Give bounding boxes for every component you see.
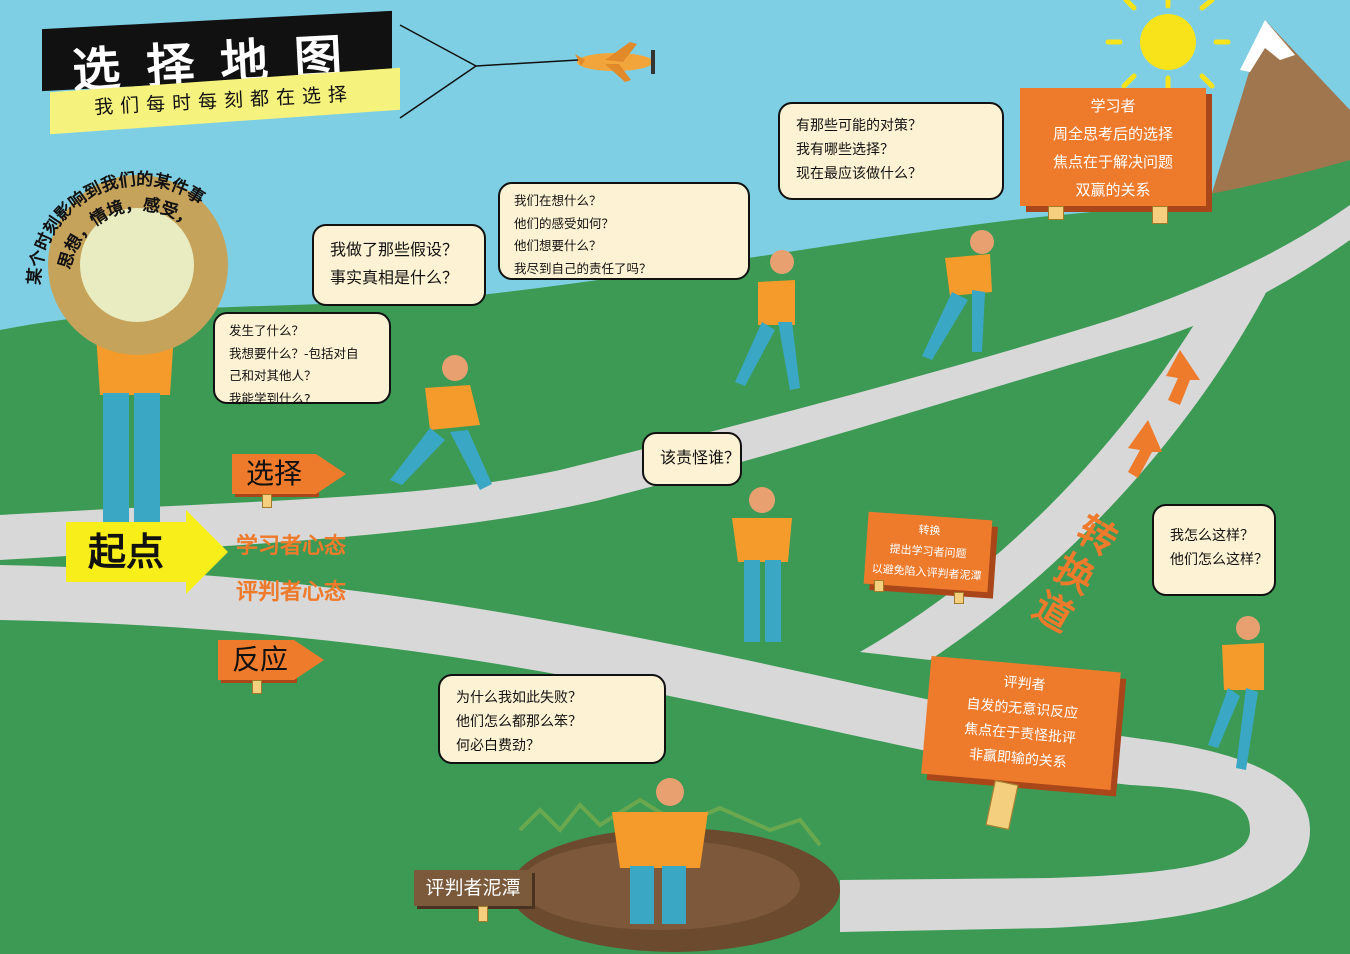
- judger-sign: 评判者 自发的无意识反应 焦点在于责怪批评 非赢即输的关系: [921, 655, 1121, 791]
- bubble-line: 我能学到什么?: [229, 390, 311, 406]
- bubble-line: 他们的感受如何？: [514, 215, 615, 231]
- sign-line: 焦点在于解决问题: [1052, 153, 1173, 171]
- learner-sign-post: [1152, 206, 1168, 224]
- person-reflecting: [1208, 616, 1264, 770]
- speech-bubble-options: 有那些可能的对策？ 我有哪些选择？ 现在最应该做什么？: [778, 102, 1004, 200]
- bubble-line: 发生了什么？: [229, 323, 305, 338]
- sign-line: 周全思考后的选择: [1052, 125, 1173, 143]
- switch-sign-post: [874, 580, 884, 592]
- judger-mud-sign: 评判者泥潭: [414, 870, 532, 906]
- bubble-line: 何必白费劲？: [456, 738, 540, 754]
- start-arrow-icon: [186, 510, 228, 594]
- bubble-line: 为什么我如此失败？: [456, 690, 582, 706]
- speech-bubble-blame: 该责怪谁？: [642, 432, 742, 486]
- judger-mindset-label: 评判者心态: [236, 580, 347, 605]
- bubble-line: 事实真相是什么？: [330, 268, 459, 287]
- choice-arrow-sign: 选择: [232, 454, 346, 494]
- bubble-line: 该责怪谁？: [660, 448, 741, 467]
- sign-line: 学习者: [1090, 97, 1136, 115]
- bubble-line: 己和对其他人？: [229, 368, 317, 383]
- bubble-line: 我有哪些选择？: [796, 142, 894, 158]
- bubble-line: 有那些可能的对策？: [796, 118, 922, 134]
- start-label: 起点: [66, 522, 186, 582]
- switch-lane-arrows: [1128, 350, 1200, 478]
- person-walking-1: [390, 355, 492, 490]
- choice-label: 选择: [246, 457, 303, 490]
- speech-bubble-what-happened: 发生了什么？ 我想要什么？-包括对自 己和对其他人？ 我能学到什么?: [213, 312, 391, 406]
- bubble-line: 我做了那些假设？: [330, 240, 459, 259]
- mud-puddle: [510, 797, 840, 952]
- sun-icon: [1105, 0, 1231, 91]
- airplane-icon: [575, 42, 655, 82]
- learner-sign-post: [1048, 206, 1064, 220]
- bubble-line: 现在最应该做什么？: [796, 166, 922, 182]
- mud-sign-post: [478, 906, 488, 922]
- reaction-sign-post: [252, 680, 262, 694]
- banner-string: [399, 24, 579, 119]
- switch-sign-post: [954, 592, 964, 604]
- person-walking-2: [735, 250, 800, 390]
- speech-bubble-why-me: 我怎么这样？ 他们怎么这样？: [1152, 504, 1276, 596]
- learner-sign: 学习者 周全思考后的选择 焦点在于解决问题 双赢的关系: [1020, 88, 1206, 206]
- person-in-mud: [612, 778, 708, 924]
- speech-bubble-assumptions: 我做了那些假设？ 事实真相是什么？: [312, 224, 486, 306]
- sign-line: 双赢的关系: [1075, 181, 1151, 199]
- person-walking-3: [922, 230, 994, 360]
- title-banner: 选择地图 我们每时每刻都在选择: [42, 10, 402, 135]
- reaction-label: 反应: [232, 643, 289, 676]
- bubble-line: 我想要什么？-包括对自: [229, 345, 359, 361]
- choice-sign-post: [262, 494, 272, 508]
- switch-lane-road: [860, 285, 1270, 660]
- bubble-line: 我尽到自己的责任了吗？: [514, 260, 652, 276]
- thought-circle-inner: [80, 208, 194, 322]
- bubble-line: 他们怎么这样？: [1170, 552, 1268, 568]
- speech-bubble-failure: 为什么我如此失败？ 他们怎么都那么笨？ 何必白费劲？: [438, 674, 666, 764]
- person-blaming: [732, 487, 792, 642]
- bubble-line: 我们在想什么？: [514, 193, 602, 208]
- bubble-line: 他们想要什么？: [514, 238, 602, 253]
- bubble-line: 我怎么这样？: [1170, 528, 1254, 544]
- reaction-arrow-sign: 反应: [218, 640, 324, 680]
- bubble-line: 他们怎么都那么笨？: [456, 714, 582, 730]
- mountain-snowcap: [1240, 20, 1295, 72]
- learner-mindset-label: 学习者心态: [236, 534, 347, 559]
- speech-bubble-others-feelings: 我们在想什么？ 他们的感受如何？ 他们想要什么？ 我尽到自己的责任了吗？: [498, 182, 750, 280]
